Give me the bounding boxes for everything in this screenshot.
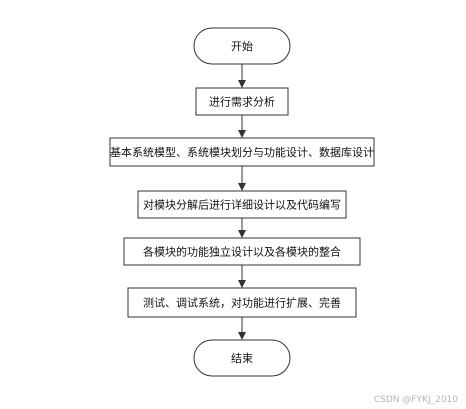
testing-label: 测试、调试系统，对功能进行扩展、完善 (143, 296, 341, 310)
testing-box (127, 287, 357, 318)
flowchart-node-start: 开始 (193, 27, 291, 65)
system-design-label: 基本系统模型、系统模块划分与功能设计、数据库设计 (110, 145, 374, 159)
module-integration-box (123, 237, 361, 266)
flowchart-node-testing: 测试、调试系统，对功能进行扩展、完善 (127, 287, 357, 318)
flowchart-node-detailed-design-coding: 对模块分解后进行详细设计以及代码编写 (137, 190, 347, 219)
start-terminator-shape (193, 27, 291, 65)
flowchart-node-module-integration: 各模块的功能独立设计以及各模块的整合 (123, 237, 361, 266)
end-label: 结束 (231, 352, 253, 365)
end-terminator-shape (193, 339, 291, 377)
detailed-design-coding-label: 对模块分解后进行详细设计以及代码编写 (143, 198, 341, 212)
system-design-box (109, 137, 375, 167)
module-integration-label: 各模块的功能独立设计以及各模块的整合 (143, 245, 341, 259)
start-label: 开始 (231, 39, 253, 53)
flowchart-node-end: 结束 (193, 339, 291, 377)
detailed-design-coding-box (137, 190, 347, 219)
flowchart-node-system-design: 基本系统模型、系统模块划分与功能设计、数据库设计 (109, 137, 375, 167)
requirements-analysis-label: 进行需求分析 (209, 95, 275, 109)
flowchart-node-requirements-analysis: 进行需求分析 (195, 87, 289, 116)
requirements-analysis-box (195, 87, 289, 116)
watermark: CSDN @FYKJ_2010 (373, 395, 458, 405)
